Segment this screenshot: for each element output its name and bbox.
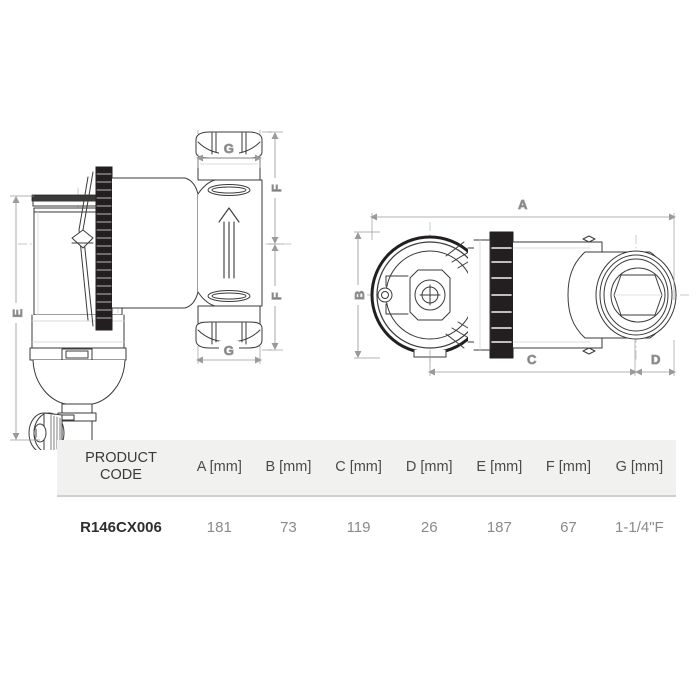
column-header-e: E [mm] — [464, 440, 535, 498]
dimension-E: E — [8, 195, 40, 441]
body-t-section — [111, 157, 263, 329]
flow-arrow — [218, 207, 240, 279]
dimension-G-top-group: G — [196, 140, 262, 168]
dimension-F-upper: F — [262, 131, 284, 245]
magnet-collar-plan — [489, 231, 514, 359]
cell-g: 1-1/4"F — [602, 496, 676, 555]
hex-nut-bottom — [195, 321, 263, 349]
cell-c: 119 — [323, 496, 394, 555]
top-plan-view: A B — [340, 190, 700, 390]
table-body: R146CX006 181 73 119 26 187 67 1-1/4"F — [57, 496, 676, 555]
dimension-label-E: E — [10, 308, 25, 317]
table-header-row: PRODUCT CODE A [mm] B [mm] C [mm] D [mm]… — [57, 440, 676, 498]
body-boss — [207, 184, 251, 302]
cell-product-code: R146CX006 — [57, 496, 185, 555]
column-header-c: C [mm] — [323, 440, 394, 498]
specification-table: PRODUCT CODE A [mm] B [mm] C [mm] D [mm]… — [57, 440, 676, 555]
dimension-label-A: A — [518, 197, 528, 212]
dimension-A: A — [370, 194, 676, 300]
dimension-label-B: B — [352, 290, 367, 300]
front-elevation-view: E F — [0, 130, 310, 450]
dimension-C: C — [428, 340, 637, 376]
dimension-label-F-upper: F — [269, 184, 284, 192]
vessel-plan — [370, 235, 490, 358]
dimension-G-bottom: G — [196, 341, 262, 364]
dimension-F-lower: F — [262, 244, 284, 351]
dimension-label-D: D — [651, 352, 661, 367]
dimension-lines: E F — [8, 130, 284, 441]
column-header-g: G [mm] — [602, 440, 676, 498]
column-header-d: D [mm] — [393, 440, 465, 498]
cell-b: 73 — [253, 496, 324, 555]
dimension-B: B — [350, 231, 380, 359]
hex-connector-plan — [567, 250, 677, 340]
column-header-f: F [mm] — [534, 440, 603, 498]
dimension-label-G-top: G — [224, 141, 235, 156]
column-header-product-code: PRODUCT CODE — [57, 440, 185, 498]
magnet-collar — [95, 166, 113, 331]
dimension-label-C: C — [527, 352, 537, 367]
table-row: R146CX006 181 73 119 26 187 67 1-1/4"F — [57, 496, 676, 555]
dimension-G-top — [197, 130, 261, 134]
drain-knob — [28, 412, 65, 450]
air-vent-linkage — [71, 171, 94, 327]
table-header: PRODUCT CODE A [mm] B [mm] C [mm] D [mm]… — [57, 440, 676, 498]
cell-f: 67 — [534, 496, 603, 555]
cell-e: 187 — [464, 496, 535, 555]
cell-d: 26 — [393, 496, 465, 555]
dimension-D: D — [635, 340, 676, 376]
column-header-a: A [mm] — [185, 440, 254, 498]
dimension-label-F-lower: F — [269, 292, 284, 300]
neck-plan — [467, 239, 491, 351]
dimension-lines: A B — [350, 194, 676, 376]
dimension-label-G-bottom: G — [224, 343, 235, 358]
cell-a: 181 — [185, 496, 254, 555]
column-header-b: B [mm] — [253, 440, 324, 498]
